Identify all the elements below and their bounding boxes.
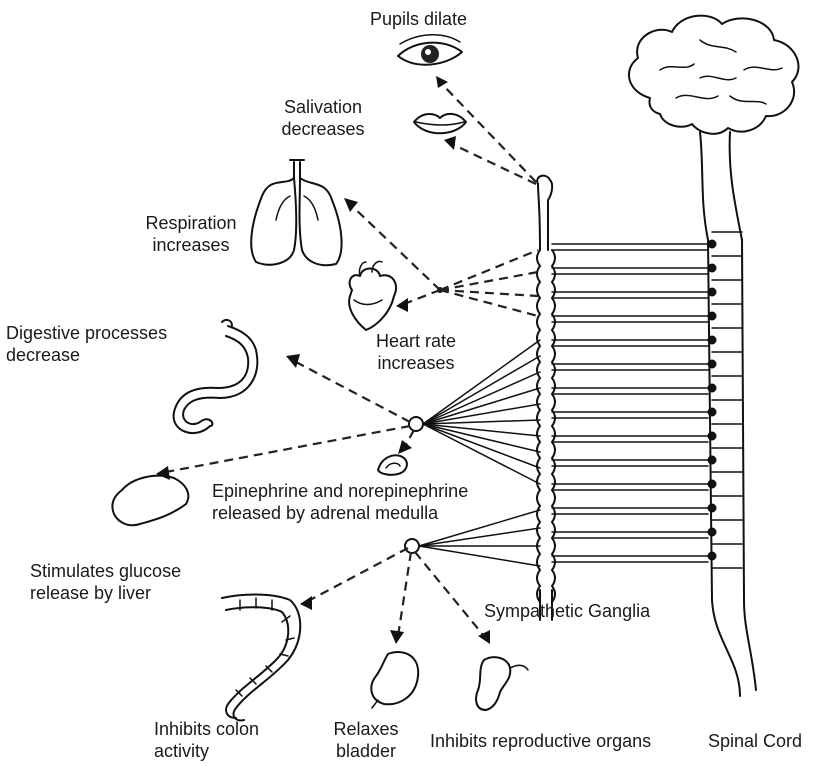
- label-epinephrine: Epinephrine and norepinephrine released …: [212, 480, 468, 524]
- label-colon-line2: activity: [154, 740, 259, 762]
- label-glucose-line2: release by liver: [30, 582, 181, 604]
- liver-icon: [112, 476, 188, 526]
- spinal-segments: [708, 232, 743, 568]
- label-bladder-line2: bladder: [326, 740, 406, 762]
- spinal-segment-dot: [708, 312, 717, 321]
- spinal-segment-dot: [708, 288, 717, 297]
- spinal-segment-dot: [708, 504, 717, 513]
- colon-icon: [222, 595, 300, 721]
- brain-icon: [629, 16, 799, 134]
- eye-icon: [398, 35, 462, 65]
- label-respiration-line2: increases: [136, 234, 246, 256]
- mesenteric-ganglion-node: [405, 539, 419, 553]
- spinal-segment-dot: [708, 528, 717, 537]
- label-bladder-line1: Relaxes: [326, 718, 406, 740]
- label-spinal-cord: Spinal Cord: [708, 730, 802, 752]
- label-reproductive: Inhibits reproductive organs: [430, 730, 651, 752]
- spinal-segment-dot: [708, 408, 717, 417]
- label-respiration: Respiration increases: [136, 212, 246, 256]
- label-salivation-line2: decreases: [268, 118, 378, 140]
- label-salivation-line1: Salivation: [268, 96, 378, 118]
- label-pupils-dilate: Pupils dilate: [370, 8, 467, 30]
- label-respiration-line1: Respiration: [136, 212, 246, 234]
- label-glucose: Stimulates glucose release by liver: [30, 560, 181, 604]
- label-heart-rate: Heart rate increases: [356, 330, 476, 374]
- spinal-segment-dot: [708, 240, 717, 249]
- celiac-ganglion-fiber: [423, 424, 540, 484]
- label-colon: Inhibits colon activity: [154, 718, 259, 762]
- celiac-ganglion-fiber: [423, 424, 540, 452]
- spinal-segment-dot: [708, 552, 717, 561]
- label-glucose-line1: Stimulates glucose: [30, 560, 181, 582]
- label-sympathetic-ganglia: Sympathetic Ganglia: [484, 600, 650, 622]
- spinal-segment-dot: [708, 360, 717, 369]
- sympathetic-ganglia-chain: [537, 176, 555, 620]
- label-epinephrine-line2: released by adrenal medulla: [212, 502, 468, 524]
- spinal-segment-dot: [708, 456, 717, 465]
- bladder-icon: [371, 652, 418, 708]
- mesenteric-ganglion-fiber: [419, 528, 540, 546]
- label-heart-line1: Heart rate: [356, 330, 476, 352]
- spinal-segment-dot: [708, 384, 717, 393]
- label-salivation: Salivation decreases: [268, 96, 378, 140]
- adrenal-gland-icon: [378, 455, 407, 474]
- celiac-ganglion-fiber: [423, 388, 540, 424]
- label-epinephrine-line1: Epinephrine and norepinephrine: [212, 480, 468, 502]
- spinal-segment-dot: [708, 432, 717, 441]
- reproductive-organ-icon: [476, 657, 528, 710]
- stomach-icon: [174, 320, 258, 433]
- label-digestive-line2: decrease: [6, 344, 167, 366]
- lungs-icon: [251, 160, 341, 265]
- mouth-icon: [414, 114, 466, 133]
- label-colon-line1: Inhibits colon: [154, 718, 259, 740]
- celiac-ganglion-node: [409, 417, 423, 431]
- celiac-ganglion-fiber: [423, 372, 540, 424]
- label-bladder: Relaxes bladder: [326, 718, 406, 762]
- mesenteric-ganglion-fiber: [419, 546, 540, 566]
- spinal-segment-dot: [708, 480, 717, 489]
- label-digestive-line1: Digestive processes: [6, 322, 167, 344]
- preganglionic-fibers: [552, 244, 708, 562]
- label-digestive: Digestive processes decrease: [6, 322, 167, 366]
- spinal-segment-dot: [708, 336, 717, 345]
- spinal-segment-dot: [708, 264, 717, 273]
- label-heart-line2: increases: [356, 352, 476, 374]
- efferent-pathways: [156, 76, 538, 644]
- heart-icon: [349, 261, 396, 330]
